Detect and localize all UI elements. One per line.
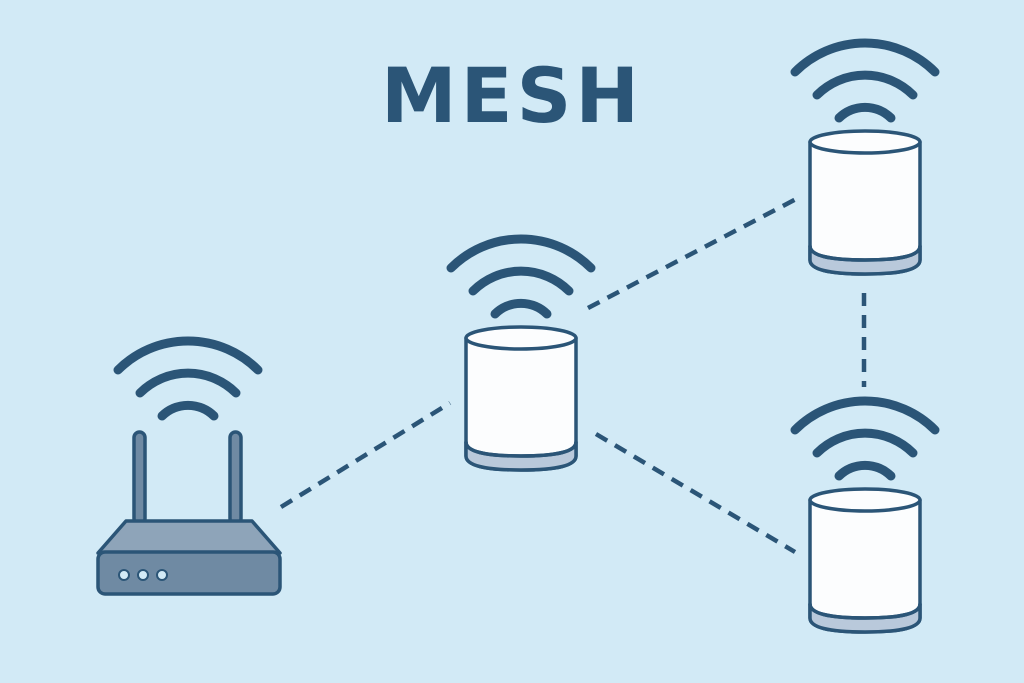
antenna-left [132,430,147,526]
mesh-node-center [451,239,591,472]
mesh-node-icon [808,129,922,276]
mesh-node-top-right [795,43,935,276]
mesh-node-icon [808,487,922,634]
link-center-to-top-right [586,195,802,310]
router-icon [96,430,282,596]
router-led [137,569,149,581]
wifi-signal-icon [118,341,258,416]
links [279,195,867,554]
router [96,341,282,596]
router-led [118,569,130,581]
wifi-signal-icon [795,401,935,476]
router-led [156,569,168,581]
mesh-node-bottom-right [795,401,935,634]
wifi-signal-icon [451,239,591,314]
link-router-to-center [279,401,452,509]
diagram-title: MESH [381,51,643,140]
wifi-signal-icon [795,43,935,118]
antenna-right [228,430,243,526]
mesh-node-icon [464,325,578,472]
link-center-to-bottom-right [594,432,797,554]
